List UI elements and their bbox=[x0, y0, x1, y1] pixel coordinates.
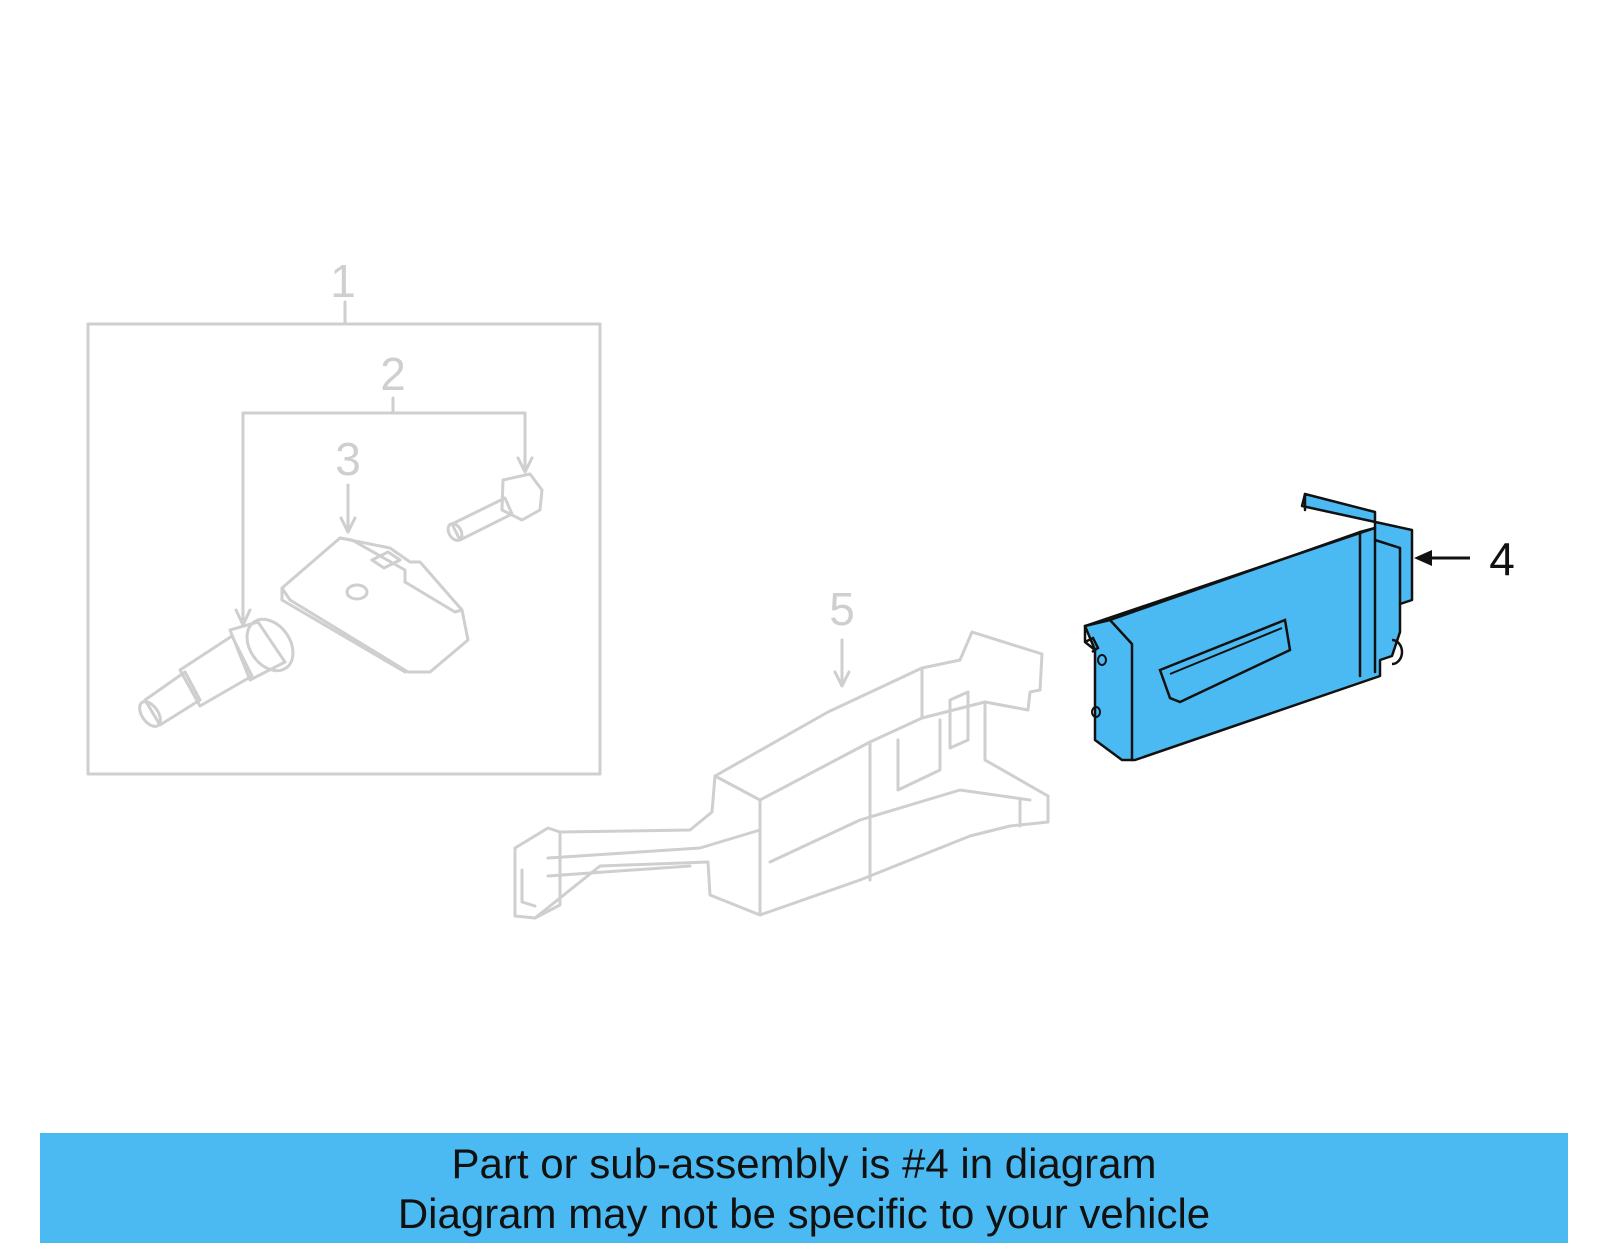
tpms-sensor-drawing bbox=[280, 536, 470, 674]
tpms-module-drawing bbox=[1083, 492, 1414, 762]
callout-1-group: 1 bbox=[86, 255, 602, 776]
info-banner: Part or sub-assembly is #4 in diagram Di… bbox=[40, 1133, 1568, 1243]
banner-vehicle-disclaimer: Diagram may not be specific to your vehi… bbox=[397, 1190, 1211, 1237]
kit-group-box bbox=[86, 322, 602, 776]
valve-nut-drawing bbox=[446, 472, 544, 542]
mounting-bracket-drawing bbox=[513, 630, 1050, 920]
callout-3-group: 3 bbox=[335, 433, 361, 534]
callout-1-label: 1 bbox=[330, 255, 356, 307]
callout-5-group: 5 bbox=[829, 583, 855, 688]
valve-stem-drawing bbox=[138, 617, 295, 728]
callout-2-group: 2 bbox=[234, 348, 534, 627]
callout-3-label: 3 bbox=[335, 433, 361, 485]
callout-5-label: 5 bbox=[829, 583, 855, 635]
banner-part-note: Part or sub-assembly is #4 in diagram bbox=[451, 1140, 1157, 1187]
callout-4-label: 4 bbox=[1489, 533, 1515, 585]
callout-2-label: 2 bbox=[380, 348, 406, 400]
callout-4-group: 4 bbox=[1414, 533, 1515, 585]
